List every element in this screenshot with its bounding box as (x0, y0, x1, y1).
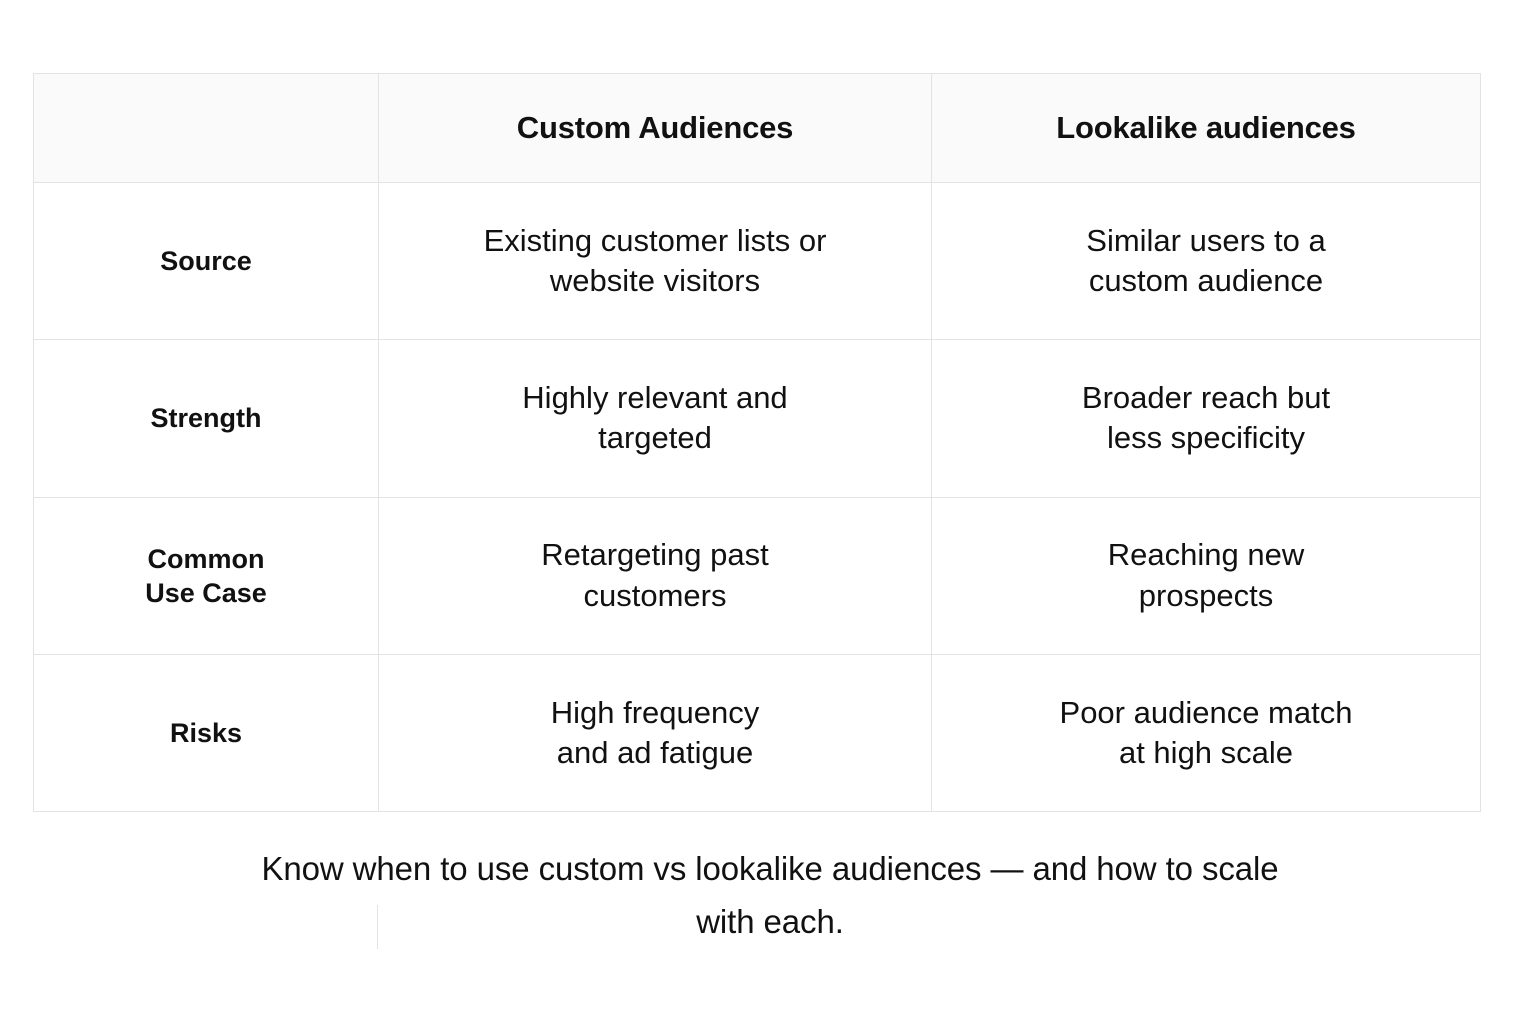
cell-strength-lookalike: Broader reach but less specificity (931, 339, 1481, 498)
cell-strength-custom: Highly relevant and targeted (378, 339, 932, 498)
cell-source-lookalike: Similar users to a custom audience (931, 181, 1481, 341)
row-label-line: Use Case (145, 577, 267, 608)
row-label-line: Risks (169, 717, 243, 748)
row-label-source: Source (33, 181, 379, 341)
row-label-line: Source (160, 246, 252, 277)
comparison-table-container: Custom Audiences Lookalike audiences Sou… (33, 73, 1481, 813)
cell-common-use-case-lookalike: Reaching new prospects (931, 496, 1481, 655)
cell-line: Existing customer lists or (483, 222, 827, 258)
cell-line: website visitors (549, 263, 761, 299)
cell-line: custom audience (1088, 263, 1324, 299)
cell-line: Retargeting past (541, 537, 769, 573)
column-header-custom-audiences: Custom Audiences (378, 73, 932, 183)
cell-line: prospects (1138, 577, 1274, 613)
table-row: Risks High frequency and ad fatigue Poor… (33, 653, 1481, 813)
row-label-common-use-case: Common Use Case (33, 496, 379, 655)
cell-line: less specificity (1106, 420, 1306, 456)
table-rule-artifact (377, 905, 378, 949)
table-row: Strength Highly relevant and targeted Br… (33, 339, 1481, 498)
table-header: Custom Audiences Lookalike audiences (33, 73, 1481, 183)
cell-line: Highly relevant and (522, 380, 788, 416)
audience-comparison-table: Custom Audiences Lookalike audiences Sou… (33, 73, 1481, 813)
cell-line: targeted (598, 420, 712, 456)
cell-common-use-case-custom: Retargeting past customers (378, 496, 932, 655)
cell-risks-custom: High frequency and ad fatigue (378, 653, 932, 813)
cell-line: and ad fatigue (556, 734, 754, 770)
cell-line: at high scale (1118, 734, 1294, 770)
caption-line: Know when to use custom vs lookalike aud… (261, 850, 1279, 887)
cell-line: High frequency (550, 694, 760, 730)
cell-line: Poor audience match (1059, 694, 1353, 730)
cell-risks-lookalike: Poor audience match at high scale (931, 653, 1481, 813)
table-header-row: Custom Audiences Lookalike audiences (33, 73, 1481, 183)
row-label-line: Common (147, 543, 265, 574)
row-label-risks: Risks (33, 653, 379, 813)
table-body: Source Existing customer lists or websit… (33, 181, 1481, 813)
row-label-line: Strength (150, 403, 262, 434)
table-row: Source Existing customer lists or websit… (33, 181, 1481, 341)
column-header-lookalike-audiences: Lookalike audiences (931, 73, 1481, 183)
cell-line: Broader reach but (1081, 380, 1331, 416)
cell-source-custom: Existing customer lists or website visit… (378, 181, 932, 341)
row-label-strength: Strength (33, 339, 379, 498)
table-row: Common Use Case Retargeting past custome… (33, 496, 1481, 655)
cell-line: Similar users to a (1086, 222, 1326, 258)
cell-line: Reaching new (1107, 537, 1305, 573)
table-corner-cell (33, 73, 379, 183)
table-caption: Know when to use custom vs lookalike aud… (90, 843, 1450, 949)
cell-line: customers (583, 577, 727, 613)
caption-line: with each. (696, 902, 844, 940)
